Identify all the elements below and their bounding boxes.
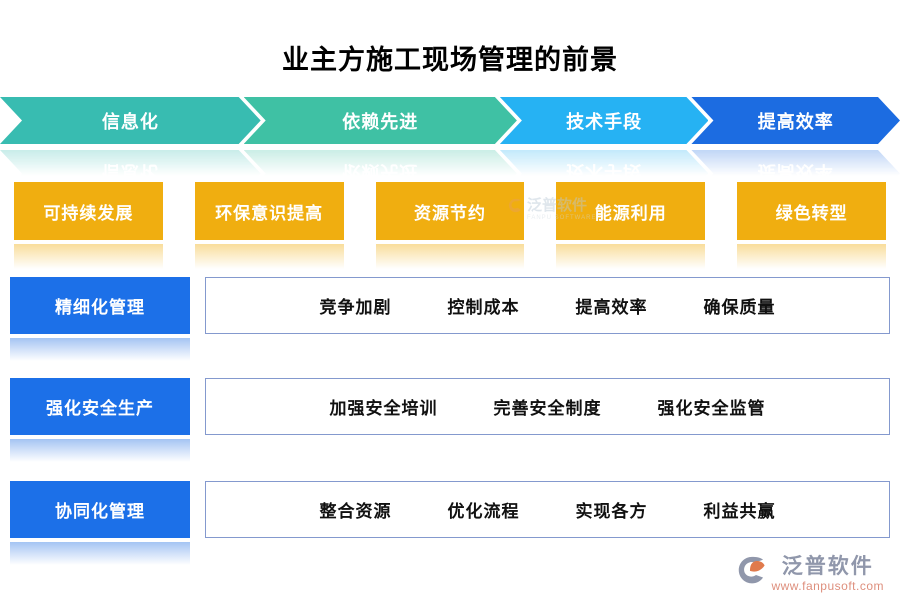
- detail-item: 加强安全培训: [329, 399, 438, 418]
- detail-panel-refined: 竞争加剧 控制成本 提高效率 确保质量: [205, 277, 890, 334]
- brand-name: 泛普软件: [781, 555, 874, 578]
- flow-segment-3: 技术手段: [500, 97, 709, 144]
- flow-segment-3-label: 技术手段: [566, 111, 643, 132]
- detail-item: 提高效率: [575, 298, 648, 317]
- category-label-collaboration: 协同化管理: [10, 481, 190, 565]
- flow-band: 信息化 依赖先进 技术手段 提高效率: [0, 97, 900, 144]
- detail-item: 优化流程: [447, 502, 520, 521]
- category-row-safety: 强化安全生产 加强安全培训 完善安全制度 强化安全监管: [10, 378, 890, 462]
- flow-segment-2: 依赖先进: [244, 97, 517, 144]
- benefit-row: 可持续发展 环保意识提高 资源节约 能源利用 绿色转型: [0, 182, 900, 269]
- detail-item: 确保质量: [703, 298, 776, 317]
- detail-item: 完善安全制度: [493, 399, 602, 418]
- benefit-box-sustainable: 可持续发展: [14, 182, 163, 269]
- category-row-collaboration: 协同化管理 整合资源 优化流程 实现各方 利益共赢: [10, 481, 890, 565]
- detail-item: 控制成本: [447, 298, 520, 317]
- flow-band-wrap: 信息化 依赖先进 技术手段 提高效率 信息化 依赖先进 技术手段 提高效率: [0, 97, 900, 144]
- benefit-box-resource: 资源节约: [375, 182, 525, 269]
- detail-item: 整合资源: [319, 502, 392, 521]
- detail-panel-safety: 加强安全培训 完善安全制度 强化安全监管: [205, 378, 890, 435]
- benefit-box-green: 绿色转型: [737, 182, 886, 269]
- detail-item: 强化安全监管: [657, 399, 766, 418]
- detail-item: 竞争加剧: [319, 298, 392, 317]
- flow-segment-4-label: 提高效率: [757, 111, 834, 132]
- detail-item: 实现各方: [575, 502, 648, 521]
- flow-segment-1-label: 信息化: [101, 111, 159, 132]
- brand-url: www.fanpusoft.com: [771, 579, 884, 593]
- flow-segment-4: 提高效率: [691, 97, 900, 144]
- brand-footer: 泛普软件 www.fanpusoft.com: [737, 556, 884, 592]
- category-row-refined-management: 精细化管理 竞争加剧 控制成本 提高效率 确保质量: [10, 277, 890, 361]
- category-label-refined: 精细化管理: [10, 277, 190, 361]
- brand-logo-icon: [739, 556, 766, 584]
- benefit-box-environment: 环保意识提高: [194, 182, 344, 269]
- benefit-box-energy: 能源利用: [556, 182, 706, 269]
- category-label-safety: 强化安全生产: [10, 378, 190, 462]
- page-title: 业主方施工现场管理的前景: [282, 45, 618, 75]
- detail-panel-collaboration: 整合资源 优化流程 实现各方 利益共赢: [205, 481, 890, 538]
- flow-segment-1: 信息化: [0, 97, 261, 144]
- flow-segment-2-label: 依赖先进: [342, 111, 419, 132]
- detail-item: 利益共赢: [703, 502, 776, 521]
